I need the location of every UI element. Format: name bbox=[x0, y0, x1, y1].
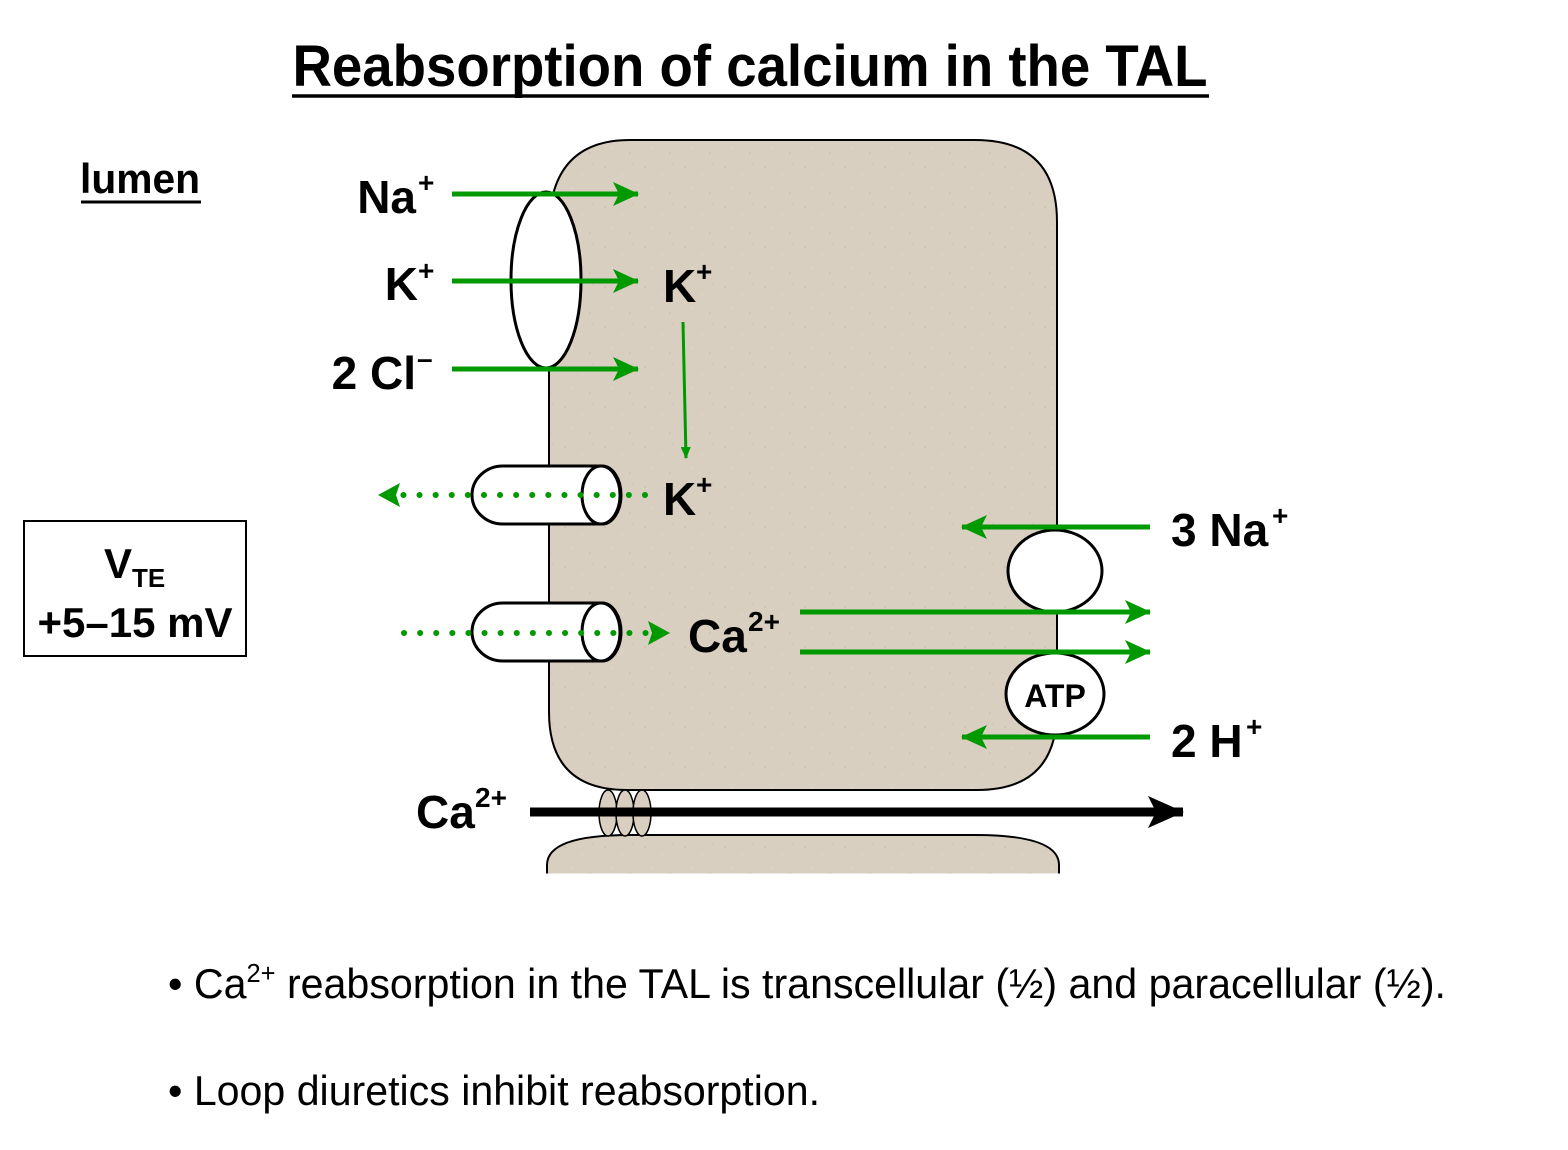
ca-cell-charge: 2+ bbox=[748, 606, 780, 637]
romk-channel bbox=[470, 464, 623, 526]
vte-subscript: TE bbox=[132, 563, 165, 593]
k-recycle-label: K bbox=[663, 473, 696, 525]
bullet-1: • Ca2+ reabsorption in the TAL is transc… bbox=[168, 958, 1446, 1007]
paracellular-ca-label: Ca bbox=[416, 786, 475, 838]
na-charge: + bbox=[418, 167, 434, 198]
h-label: 2 H bbox=[1171, 715, 1243, 767]
k-cell-charge: + bbox=[696, 256, 712, 287]
vte-value: +5–15 mV bbox=[38, 599, 233, 646]
na-basolateral-charge: + bbox=[1272, 500, 1288, 531]
na-label: Na bbox=[357, 171, 416, 223]
na-ca-exchanger bbox=[1006, 528, 1104, 614]
vte-symbol: V bbox=[104, 540, 132, 587]
k-cell-label: K bbox=[663, 260, 696, 312]
paracellular-ca-charge: 2+ bbox=[475, 782, 507, 813]
vte-box bbox=[23, 520, 247, 657]
cl-label: 2 Cl bbox=[332, 347, 416, 399]
bullet-2: • Loop diuretics inhibit reabsorption. bbox=[168, 1067, 820, 1114]
ca-cell-label: Ca bbox=[688, 610, 747, 662]
cl-charge: – bbox=[417, 343, 433, 374]
atp-label: ATP bbox=[1024, 678, 1086, 714]
page-title: Reabsorption of calcium in the TAL bbox=[293, 34, 1208, 99]
k-label: K bbox=[385, 258, 418, 310]
h-charge: + bbox=[1246, 711, 1262, 742]
adjacent-cell bbox=[546, 834, 1060, 876]
tal-cell bbox=[548, 139, 1058, 791]
k-recycle-charge: + bbox=[696, 469, 712, 500]
lumen-label: lumen bbox=[80, 155, 200, 202]
k-charge: + bbox=[418, 255, 434, 286]
na-basolateral-label: 3 Na bbox=[1171, 504, 1269, 556]
k-recycle-arrow bbox=[680, 321, 691, 459]
